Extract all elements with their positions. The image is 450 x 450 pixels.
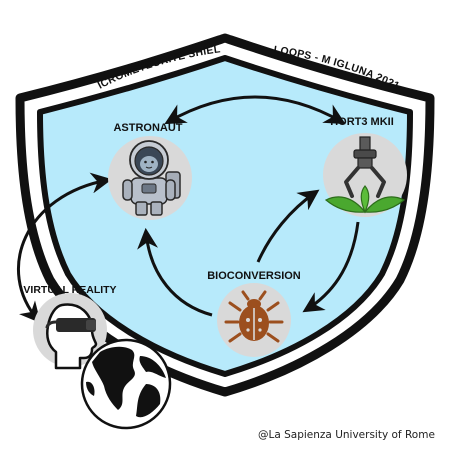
arrow-bioconversion-astronaut [137,227,213,317]
arrow-astronaut-hort3 [164,95,346,125]
astronaut-icon [122,140,181,216]
arrow-hort3-bioconversion [302,221,360,313]
arrow-astronaut-vr [16,172,113,324]
hort3-label: HORT3 MKII [330,116,394,128]
astronaut-label: ASTRONAUT [113,122,182,134]
bioconversion-node [217,283,291,357]
astronaut-node [108,136,192,220]
virtual-reality-label: VIRTUAL REALITY [23,284,116,296]
vr-headset-head-icon [45,303,98,370]
bioconversion-label: BIOCONVERSION [207,270,301,282]
arrow-bioconversion-hort3 [256,189,320,263]
earth-globe-icon [80,338,172,430]
vr-node [33,293,107,370]
hort3-node [323,133,407,217]
robot-gripper-plant-icon [324,136,406,214]
beetle-icon [224,290,284,343]
credit-text: @La Sapienza University of Rome [258,429,435,441]
